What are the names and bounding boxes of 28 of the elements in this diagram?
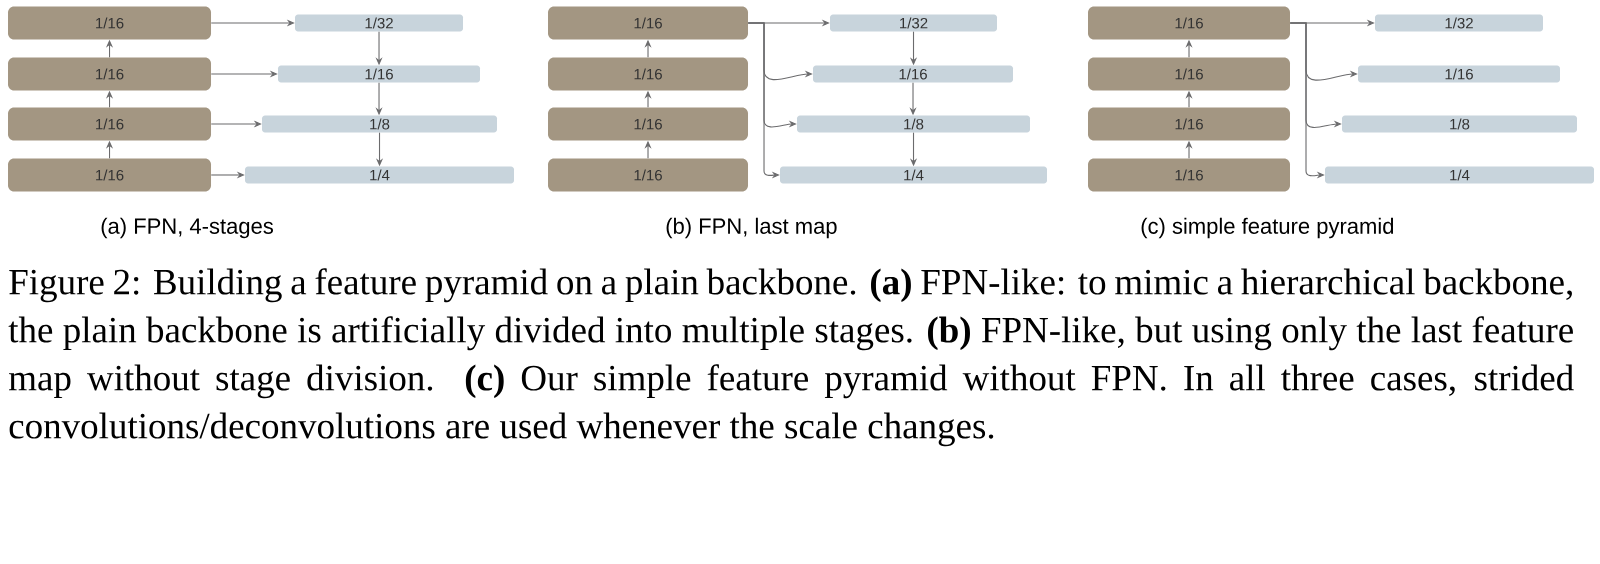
- feature-map-bar: 1/16: [1358, 65, 1560, 83]
- feature-map-bar: 1/8: [1342, 115, 1577, 133]
- backbone-block: 1/16: [8, 158, 211, 192]
- feature-map-bar: 1/32: [295, 14, 463, 32]
- backbone-block: 1/16: [548, 158, 748, 192]
- feature-map-bar: 1/8: [262, 115, 497, 133]
- feature-map-bar: 1/4: [780, 166, 1047, 184]
- feature-map-bar: 1/4: [245, 166, 514, 184]
- feature-map-bar: 1/4: [1325, 166, 1594, 184]
- backbone-block: 1/16: [548, 57, 748, 91]
- figure-caption: Figure 2: Building a feature pyramid on a plain backbone. (a) FPN-like: to mimic a hierarchical backbone, the plain backbone is artificially divided into multiple stages. (b) FPN-like, but using only the last feature map without stage division. (c) Our simple feature pyramid without FPN. In all three cases, strided convolutions/deconvolutions are used whenever the scale changes.: [8, 268, 1574, 447]
- backbone-block: 1/16: [1088, 107, 1290, 141]
- panel-label: (c) simple feature pyramid: [1141, 217, 1394, 239]
- backbone-block: 1/16: [1088, 6, 1290, 40]
- backbone-block: 1/16: [1088, 57, 1290, 91]
- feature-map-bar: 1/32: [830, 14, 997, 32]
- backbone-block: 1/16: [8, 57, 211, 91]
- panel-label: (b) FPN, last map: [666, 217, 837, 239]
- backbone-block: 1/16: [548, 107, 748, 141]
- backbone-block: 1/16: [8, 6, 211, 40]
- feature-map-bar: 1/8: [797, 115, 1030, 133]
- panel-label: (a) FPN, 4-stages: [101, 217, 273, 239]
- backbone-block: 1/16: [1088, 158, 1290, 192]
- backbone-block: 1/16: [548, 6, 748, 40]
- feature-map-bar: 1/32: [1375, 14, 1543, 32]
- backbone-block: 1/16: [8, 107, 211, 141]
- feature-map-bar: 1/16: [278, 65, 480, 83]
- feature-map-bar: 1/16: [813, 65, 1013, 83]
